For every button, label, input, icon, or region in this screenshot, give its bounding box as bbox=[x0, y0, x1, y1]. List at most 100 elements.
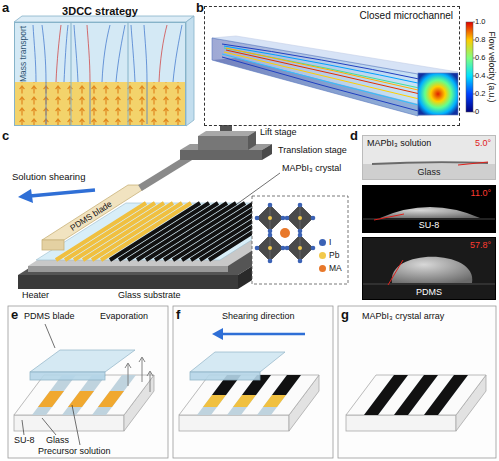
crystal-structure-inset bbox=[252, 196, 348, 284]
mass-transport-box bbox=[128, 22, 129, 126]
mass-transport-box bbox=[64, 25, 68, 82]
axis-note: Mass transport bbox=[19, 26, 28, 82]
mass-transport-box bbox=[116, 25, 125, 82]
part-label: PDMS blade bbox=[69, 200, 114, 233]
box-title: Closed microchannel bbox=[360, 11, 453, 21]
substrate-f bbox=[203, 395, 286, 407]
shearing-setup bbox=[30, 190, 95, 196]
substrate-g bbox=[346, 375, 486, 431]
mass-transport-box bbox=[159, 25, 167, 82]
part-label: Glass substrate bbox=[118, 291, 181, 300]
legend-row: MA bbox=[319, 262, 342, 275]
legend-text: Pb bbox=[329, 251, 339, 260]
crystal-structure-inset bbox=[311, 216, 316, 221]
tick-label: 0.2 bbox=[475, 90, 485, 98]
substrate-e bbox=[38, 391, 124, 407]
contact-angle-photos bbox=[362, 164, 496, 180]
shearing-setup bbox=[198, 136, 248, 150]
process-step-frames bbox=[8, 306, 496, 458]
contact-angle-photos bbox=[380, 207, 480, 218]
legend-row: Pb bbox=[319, 249, 342, 262]
crystal-structure-inset bbox=[281, 246, 286, 251]
shearing-setup bbox=[18, 275, 238, 289]
contact-angle-photos bbox=[458, 162, 488, 165]
mass-transport-box bbox=[14, 82, 186, 126]
substrate-e bbox=[14, 375, 154, 431]
substrate-f bbox=[222, 333, 305, 336]
substrate-f bbox=[179, 328, 319, 431]
axis-title: Flow velocity (a.u.) bbox=[488, 32, 497, 103]
mass-transport-box bbox=[46, 82, 147, 124]
photo-frame: MAPbI₃ solution 5.0° Glass bbox=[362, 135, 496, 180]
crystal-structure-inset bbox=[255, 246, 260, 251]
crystal-structure-inset bbox=[298, 229, 303, 234]
shearing-setup bbox=[262, 144, 272, 160]
process-step-frames bbox=[338, 306, 496, 458]
part-label: Glass bbox=[46, 436, 69, 445]
process-label: Evaporation bbox=[100, 312, 148, 321]
legend-text: MA bbox=[329, 264, 342, 273]
contact-angle-photos bbox=[392, 257, 473, 283]
microchannel-flow bbox=[212, 36, 458, 74]
motion-label: Shearing direction bbox=[222, 312, 295, 321]
shearing-setup bbox=[180, 150, 262, 160]
process-step-frames bbox=[8, 306, 168, 458]
shearing-setup bbox=[18, 189, 33, 203]
strategy-box: 3DCC strategyMass transport bbox=[14, 22, 186, 126]
substrate-e bbox=[98, 391, 124, 407]
substrate-f bbox=[190, 372, 260, 380]
contact-angle-photos bbox=[362, 284, 496, 285]
crystal-structure-inset bbox=[268, 259, 273, 264]
substrate-f bbox=[212, 328, 223, 340]
substrate-g bbox=[364, 375, 468, 415]
part-label: MAPbI₃ crystal bbox=[282, 164, 341, 173]
substrate-f bbox=[179, 375, 319, 431]
panel-letter: g bbox=[341, 308, 349, 321]
contact-angle-photos bbox=[362, 135, 496, 180]
panel-letter: a bbox=[2, 1, 9, 14]
substrate-name: Glass bbox=[417, 168, 440, 177]
substrate-f bbox=[203, 395, 226, 407]
contact-angle-photos bbox=[372, 162, 488, 164]
crystal-structure-inset bbox=[285, 246, 290, 251]
crystal-structure-inset bbox=[298, 259, 303, 264]
substrate-e bbox=[30, 350, 135, 372]
substrate-g bbox=[346, 375, 486, 431]
mass-transport-box bbox=[87, 25, 90, 82]
microchannel-flow bbox=[212, 22, 475, 116]
tick-label: 0.8 bbox=[475, 36, 485, 44]
angle-value: 57.8° bbox=[470, 241, 491, 250]
photo-frame: 11.0°SU-8 bbox=[362, 185, 496, 233]
crystal-structure-inset bbox=[268, 203, 273, 208]
panel-letter: e bbox=[11, 308, 18, 321]
mass-transport-box bbox=[71, 22, 72, 126]
angle-value: 5.0° bbox=[475, 139, 491, 148]
substrate-f bbox=[272, 375, 301, 395]
mass-transport-box bbox=[144, 25, 147, 82]
contact-angle-photos bbox=[374, 214, 404, 220]
mass-transport-box bbox=[56, 25, 61, 82]
part-label: Heater bbox=[22, 291, 49, 300]
zoom-box: Closed microchannel bbox=[204, 6, 460, 126]
part-label: PDMS blade bbox=[24, 312, 75, 321]
tick-label: 0 bbox=[475, 108, 479, 116]
contact-angle-photos bbox=[362, 135, 496, 300]
crystal-structure-inset bbox=[298, 203, 303, 208]
substrate-f bbox=[263, 395, 286, 407]
contact-angle-photos bbox=[362, 237, 496, 300]
mass-transport-box bbox=[33, 25, 36, 82]
substrate-e bbox=[14, 324, 154, 445]
photo-caption: MAPbI₃ solution bbox=[367, 139, 431, 148]
substrate-e bbox=[125, 357, 153, 392]
crystal-structure-inset bbox=[298, 233, 303, 238]
part-label: Precursor solution bbox=[38, 447, 111, 456]
microchannel-flow bbox=[418, 73, 458, 115]
mass-transport-box bbox=[14, 22, 186, 126]
mass-transport-box bbox=[33, 25, 182, 124]
substrate-name: SU-8 bbox=[419, 221, 440, 230]
crystal-structure-inset bbox=[281, 216, 286, 221]
panel-letter: f bbox=[176, 308, 180, 321]
substrate-e bbox=[30, 372, 105, 380]
substrate-f bbox=[233, 395, 256, 407]
